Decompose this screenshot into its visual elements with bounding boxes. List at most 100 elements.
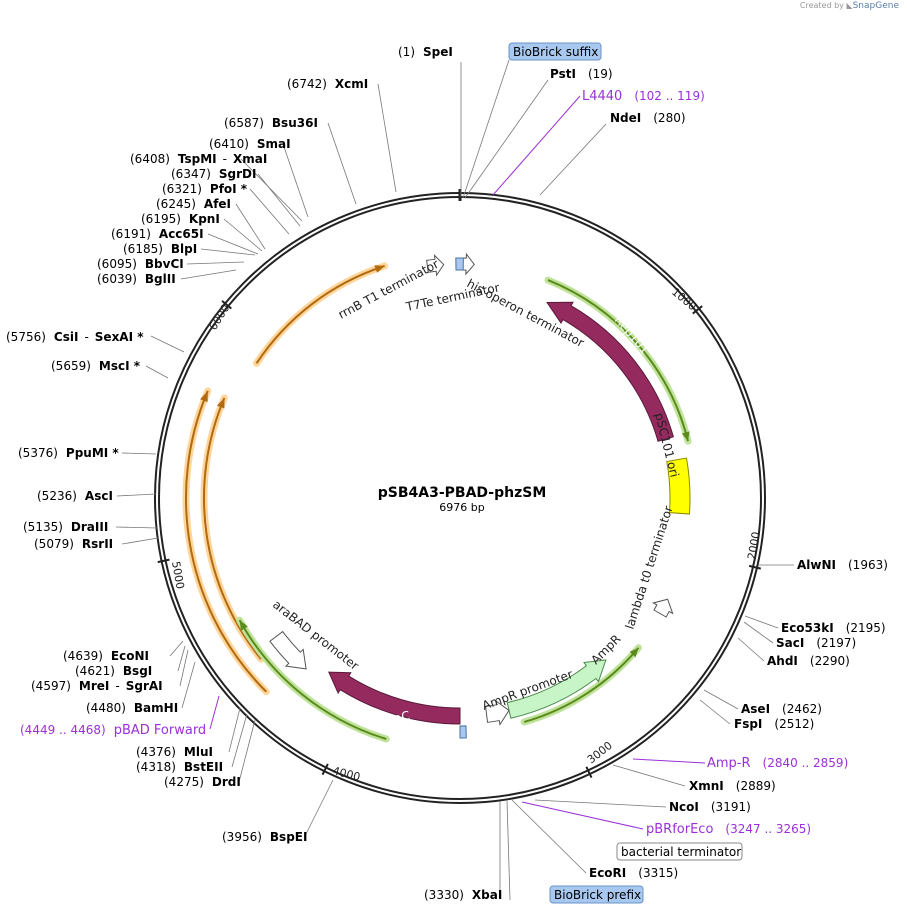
his-terminator-arrow xyxy=(461,252,475,276)
leader-5 xyxy=(744,615,779,629)
tick-2 xyxy=(748,564,762,570)
leader-18 xyxy=(228,707,241,753)
leader-40 xyxy=(377,83,397,193)
site-asci[interactable]: (5236)AscI xyxy=(37,489,113,503)
site-blpi[interactable]: (6185)BlpI xyxy=(123,242,197,256)
leader-36 xyxy=(257,173,301,227)
biobrick-prefix-box[interactable]: BioBrick prefix xyxy=(549,885,644,904)
tick-label-6000: 6000 xyxy=(207,302,233,333)
site-saci[interactable]: SacI(2197) xyxy=(776,636,856,650)
biobrick-suffix-box[interactable]: BioBrick suffix xyxy=(508,42,602,61)
site-bsgi[interactable]: (4621)BsgI xyxy=(75,664,152,678)
tick-4 xyxy=(321,763,329,776)
tick-label-2000: 2000 xyxy=(745,531,763,561)
site-alwni[interactable]: AlwNI(1963) xyxy=(797,558,888,572)
arac-translation-head xyxy=(239,620,248,631)
primer-l4440[interactable]: L4440(102 .. 119) xyxy=(582,89,705,104)
site-draiii[interactable]: (5135)DraIII xyxy=(23,520,108,534)
leader-9 xyxy=(699,699,731,725)
site-msci[interactable]: (5659)MscI * xyxy=(51,359,141,373)
site-econi[interactable]: (4639)EcoNI xyxy=(63,649,149,663)
site-ecori[interactable]: EcoRI(3315) xyxy=(589,866,678,880)
orange-arc-3 xyxy=(203,397,262,660)
orange-arc-1-glow xyxy=(253,262,389,367)
site-smai[interactable]: (6410)SmaI xyxy=(209,137,291,151)
primer-pbad-forward[interactable]: (4449 .. 4468)pBAD Forward xyxy=(20,723,206,738)
leader-26 xyxy=(121,452,157,455)
site-spei[interactable]: (1)SpeI xyxy=(398,45,453,59)
leader-30 xyxy=(186,261,245,265)
biobrick-prefix-mark xyxy=(459,725,467,739)
site-pfoi[interactable]: (6321)PfoI * xyxy=(162,182,248,196)
site-psti[interactable]: PstI(19) xyxy=(550,67,613,81)
site-rsrii[interactable]: (5079)RsrII xyxy=(34,537,113,551)
site-kpni[interactable]: (6195)KpnI xyxy=(141,212,220,226)
site-bamhi[interactable]: (4480)BamHI xyxy=(86,701,178,715)
leader-20 xyxy=(179,649,189,687)
leader-25 xyxy=(116,493,157,497)
site-ndei[interactable]: NdeI(280) xyxy=(610,111,686,125)
site-bsteii[interactable]: (4318)BstEII xyxy=(136,760,223,774)
leader-8 xyxy=(703,689,739,710)
lambda-terminator-arrow xyxy=(651,598,674,618)
plasmid-length: 6976 bp xyxy=(439,501,484,514)
site-xmni[interactable]: XmnI(2889) xyxy=(689,779,776,793)
site-bbvci[interactable]: (6095)BbvCI xyxy=(97,257,184,271)
leader-27 xyxy=(145,365,169,379)
tick-6 xyxy=(221,300,232,310)
arabad-promoter-arrow xyxy=(269,630,307,670)
site-xcmi[interactable]: (6742)XcmI xyxy=(287,77,368,91)
site-csii[interactable]: (5756)CsiI-SexAI * xyxy=(6,330,144,344)
leader-34 xyxy=(235,203,266,250)
leader-28 xyxy=(150,335,185,353)
site-mlui[interactable]: (4376)MluI xyxy=(136,745,213,759)
credit-prefix: Created by xyxy=(799,1,844,10)
site-sgrdi[interactable]: (6347)SgrDI xyxy=(171,167,256,181)
site-asei[interactable]: AseI(2462) xyxy=(741,702,822,716)
site-ncoi[interactable]: NcoI(3191) xyxy=(669,800,751,814)
orange-arc-2 xyxy=(185,390,267,693)
site-fspi[interactable]: FspI(2512) xyxy=(734,717,814,731)
biobrick-suffix-mark xyxy=(455,257,464,271)
leader-13 xyxy=(506,800,511,901)
leader-22 xyxy=(169,640,184,657)
leader-12 xyxy=(511,799,587,874)
biobrick-suffix-label: BioBrick suffix xyxy=(513,45,598,59)
leader-11 xyxy=(534,799,667,808)
features xyxy=(182,252,692,743)
rep101-translation-head xyxy=(681,431,690,442)
leader-31 xyxy=(200,248,256,256)
primer-leader-0 xyxy=(492,95,581,196)
leader-16 xyxy=(238,719,256,783)
primer-pbrforeco[interactable]: pBRforEco(3247 .. 3265) xyxy=(646,822,811,837)
site-tspmi[interactable]: (6408)TspMI-XmaI xyxy=(130,152,267,166)
tick-1 xyxy=(692,305,703,315)
site-drdi[interactable]: (4275)DrdI xyxy=(164,775,241,789)
leader-24 xyxy=(115,526,158,529)
site-eco53ki[interactable]: Eco53kI(2195) xyxy=(781,621,886,635)
site-afei[interactable]: (6245)AfeI xyxy=(156,197,231,211)
site-bglii[interactable]: (6039)BglII xyxy=(97,272,176,286)
ampr-promoter-arrow xyxy=(485,699,510,726)
site-xbai[interactable]: (3330)XbaI xyxy=(424,888,502,902)
primer-amp-r[interactable]: Amp-R(2840 .. 2859) xyxy=(707,756,848,771)
site-ppumi[interactable]: (5376)PpuMI * xyxy=(18,446,119,460)
leader-35 xyxy=(249,188,290,235)
site-ahdi[interactable]: AhdI(2290) xyxy=(767,654,850,668)
rrnb-terminator-arrow xyxy=(426,253,445,277)
site-acc65i[interactable]: (6191)Acc65I xyxy=(111,227,204,241)
ampr-translation-head xyxy=(629,647,639,658)
plasmid-name: pSB4A3-PBAD-phzSM xyxy=(378,485,547,501)
tick-3 xyxy=(585,766,593,779)
site-mrei[interactable]: (4597)MreI-SgrAI xyxy=(31,679,163,693)
leader-1 xyxy=(462,59,510,199)
site-bspei[interactable]: (3956)BspEI xyxy=(222,830,307,844)
leader-2 xyxy=(464,79,549,199)
leader-3 xyxy=(539,123,607,196)
bacterial-terminator-box[interactable]: bacterial terminator xyxy=(616,842,743,861)
leader-29 xyxy=(180,269,237,280)
orange-arc-3-head xyxy=(216,397,225,409)
bacterial-terminator-label: bacterial terminator xyxy=(621,845,741,859)
site-bsu36i[interactable]: (6587)Bsu36I xyxy=(224,116,318,130)
label-rrnb-terminator: rrnB T1 terminator xyxy=(336,257,441,322)
